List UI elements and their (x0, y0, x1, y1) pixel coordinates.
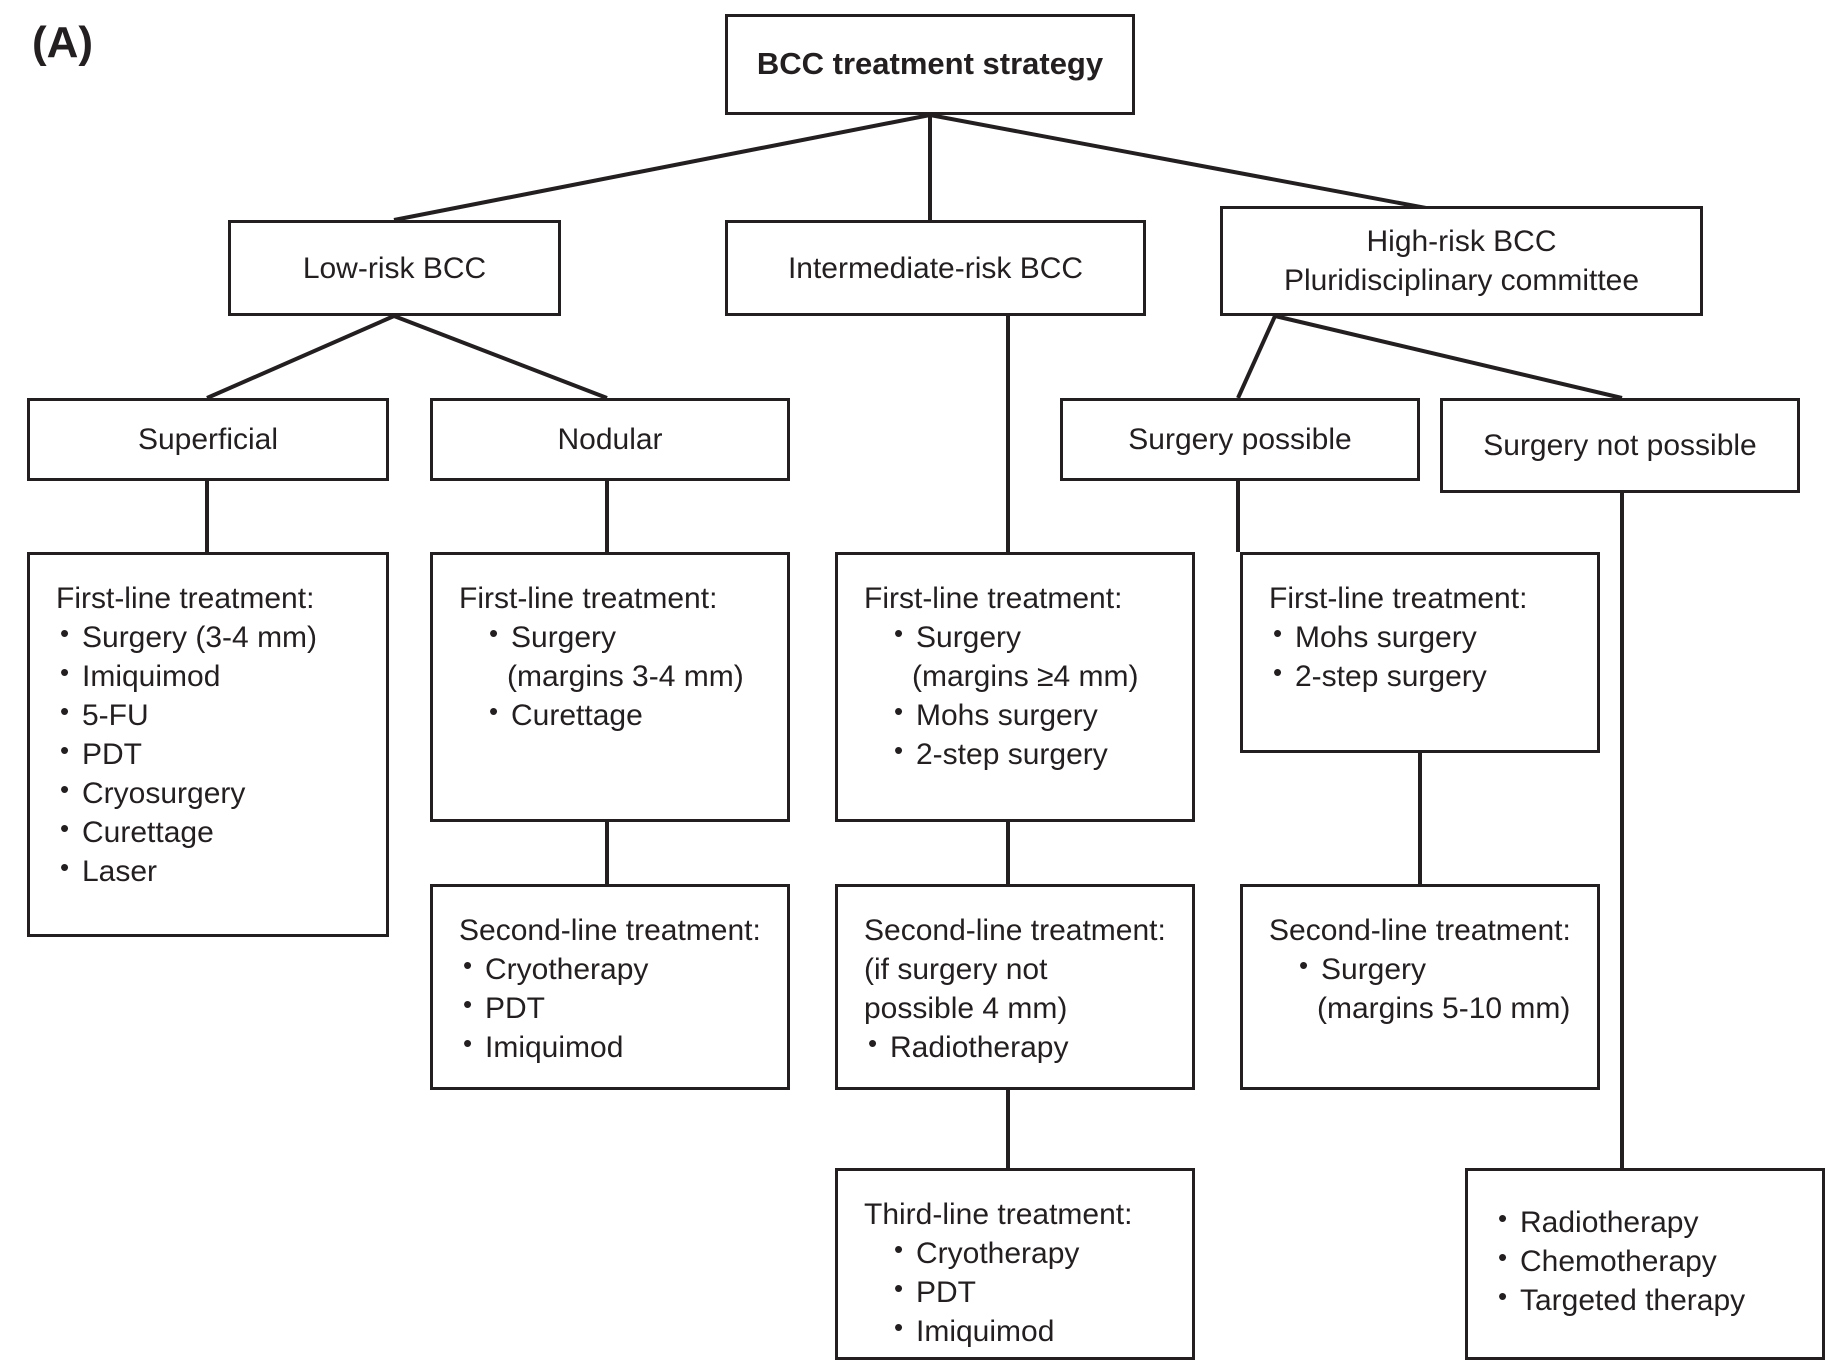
edge-root-to-low-risk (393, 113, 931, 222)
treatment-list: RadiotherapyChemotherapyTargeted therapy (1494, 1202, 1822, 1320)
node-surgery-possible[interactable]: Surgery possible (1060, 398, 1420, 481)
treatment-item: (margins ≥4 mm) (912, 660, 1139, 693)
treatment-item: Curettage (485, 695, 787, 735)
treatment-item: Cryotherapy (459, 949, 787, 989)
node-non-surgical-options[interactable]: RadiotherapyChemotherapyTargeted therapy (1465, 1168, 1825, 1360)
treatment-list: Surgery(margins 3-4 mm)Curettage (459, 617, 787, 735)
node-title: Superficial (137, 423, 279, 456)
treatment-item: Imiquimod (890, 1311, 1192, 1351)
node-high-risk-bcc[interactable]: High-risk BCC Pluridisciplinary committe… (1220, 206, 1703, 316)
node-nodular-first-line[interactable]: First-line treatment: Surgery(margins 3-… (430, 552, 790, 822)
treatment-header: Third-line treatment: (864, 1198, 1133, 1231)
node-intermediate-third-line[interactable]: Third-line treatment: CryotherapyPDTImiq… (835, 1168, 1195, 1360)
node-title: Nodular (557, 423, 663, 456)
node-intermediate-first-line[interactable]: First-line treatment: Surgery(margins ≥4… (835, 552, 1195, 822)
treatment-item: Radiotherapy (864, 1027, 1192, 1067)
treatment-list: Mohs surgery2-step surgery (1269, 617, 1597, 696)
treatment-header-line-2: (if surgery not (864, 953, 1048, 986)
node-title: Low-risk BCC (302, 251, 487, 285)
node-intermediate-risk-bcc[interactable]: Intermediate-risk BCC (725, 220, 1146, 316)
edge-high-risk-to-surgery-not-possible (1274, 314, 1623, 400)
node-title: Intermediate-risk BCC (787, 251, 1084, 285)
node-high-risk-second-line[interactable]: Second-line treatment: Surgery(margins 5… (1240, 884, 1600, 1090)
edge-low-risk-to-superficial (206, 314, 395, 400)
treatment-header-line-1: Second-line treatment: (864, 914, 1166, 947)
panel-label: (A) (32, 18, 94, 67)
treatment-item: Curettage (56, 812, 386, 852)
node-bcc-treatment-strategy[interactable]: BCC treatment strategy (725, 14, 1135, 115)
treatment-list: Surgery (3-4 mm)Imiquimod5-FUPDTCryosurg… (56, 617, 386, 891)
node-nodular-second-line[interactable]: Second-line treatment: CryotherapyPDTImi… (430, 884, 790, 1090)
treatment-item: Mohs surgery (1269, 617, 1597, 657)
node-low-risk-bcc[interactable]: Low-risk BCC (228, 220, 561, 316)
node-superficial[interactable]: Superficial (27, 398, 389, 481)
treatment-header: First-line treatment: (1269, 582, 1528, 615)
treatment-item: Mohs surgery (890, 695, 1192, 735)
node-title: Surgery possible (1128, 423, 1352, 456)
treatment-item: Cryosurgery (56, 773, 386, 813)
treatment-item: Imiquimod (459, 1027, 787, 1067)
treatment-item: PDT (56, 734, 386, 774)
edge-high-risk-to-surgery-possible (1236, 315, 1277, 399)
treatment-item: Laser (56, 851, 386, 891)
treatment-item: PDT (890, 1272, 1192, 1312)
edge-root-to-high-risk (929, 113, 1491, 222)
node-title-line-1: High-risk BCC (1366, 225, 1557, 258)
treatment-header: First-line treatment: (56, 582, 315, 615)
treatment-header-line-3: possible 4 mm) (864, 992, 1068, 1025)
treatment-item: 2-step surgery (890, 734, 1192, 774)
treatment-item: Surgery (485, 617, 787, 657)
treatment-item: Radiotherapy (1494, 1202, 1822, 1242)
edge-low-risk-to-nodular (393, 314, 608, 400)
node-superficial-first-line[interactable]: First-line treatment: Surgery (3-4 mm)Im… (27, 552, 389, 937)
node-intermediate-second-line[interactable]: Second-line treatment: (if surgery not p… (835, 884, 1195, 1090)
node-nodular[interactable]: Nodular (430, 398, 790, 481)
treatment-item: 2-step surgery (1269, 656, 1597, 696)
treatment-item: Surgery (890, 617, 1192, 657)
treatment-item: Imiquimod (56, 656, 386, 696)
treatment-item: Surgery (3-4 mm) (56, 617, 386, 657)
treatment-list: CryotherapyPDTImiquimod (459, 949, 787, 1067)
treatment-list: Surgery(margins ≥4 mm)Mohs surgery2-step… (864, 617, 1192, 774)
treatment-item: PDT (459, 988, 787, 1028)
treatment-item: Targeted therapy (1494, 1280, 1822, 1320)
treatment-header: First-line treatment: (459, 582, 718, 615)
treatment-header: First-line treatment: (864, 582, 1123, 615)
treatment-header: Second-line treatment: (459, 914, 761, 947)
node-title: BCC treatment strategy (756, 46, 1104, 82)
treatment-list: Surgery(margins 5-10 mm) (1269, 949, 1597, 1028)
treatment-item: 5-FU (56, 695, 386, 735)
treatment-item: (margins 5-10 mm) (1317, 992, 1571, 1025)
treatment-item: Chemotherapy (1494, 1241, 1822, 1281)
treatment-header: Second-line treatment: (1269, 914, 1571, 947)
node-title-line-2: Pluridisciplinary committee (1283, 264, 1640, 297)
treatment-item: (margins 3-4 mm) (507, 660, 744, 693)
treatment-item: Cryotherapy (890, 1233, 1192, 1273)
node-title: Surgery not possible (1483, 429, 1757, 462)
treatment-list: Radiotherapy (864, 1027, 1192, 1067)
treatment-list: CryotherapyPDTImiquimod (864, 1233, 1192, 1351)
node-high-risk-first-line[interactable]: First-line treatment: Mohs surgery2-step… (1240, 552, 1600, 753)
treatment-item: Surgery (1295, 949, 1597, 989)
node-surgery-not-possible[interactable]: Surgery not possible (1440, 398, 1800, 493)
